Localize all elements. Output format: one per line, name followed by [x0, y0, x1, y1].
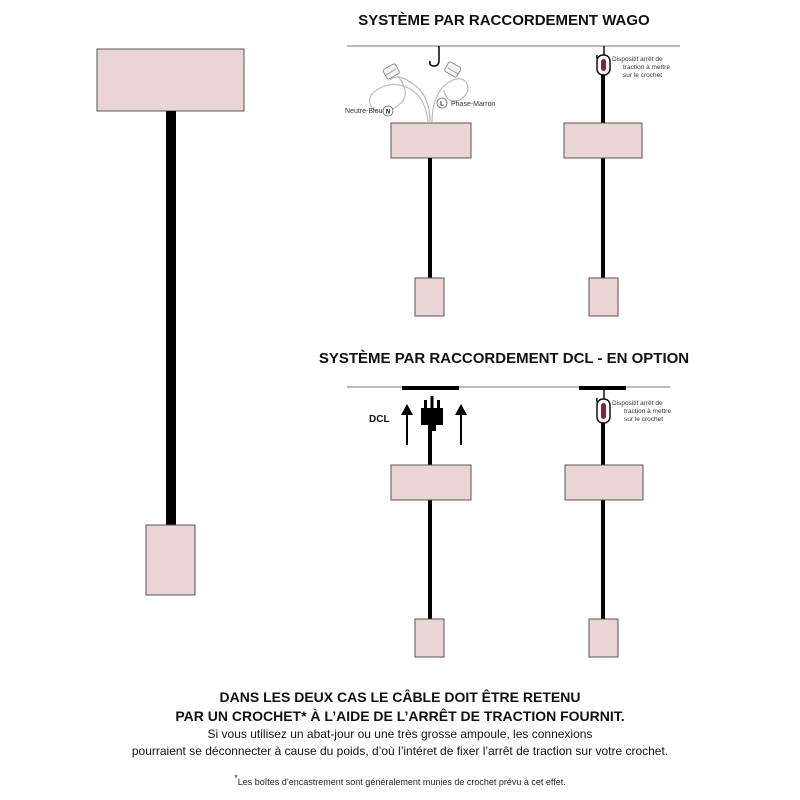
strain-relief-note: Dispositif arrêt de traction à mettre su… — [612, 400, 673, 423]
dcl-label: DCL — [369, 414, 390, 425]
dcl-section-title: SYSTÈME PAR RACCORDEMENT DCL - EN OPTION — [319, 350, 689, 367]
caption-line: pourraient se déconnecter à cause du poi… — [131, 744, 669, 758]
neutral-wire — [368, 75, 431, 123]
wago-connector-icon — [382, 63, 400, 80]
lamp-holder — [414, 618, 445, 658]
ceiling-rosette — [96, 48, 245, 112]
phase-letter: L — [440, 101, 444, 107]
wago-section: SYSTÈME PAR RACCORDEMENT WAGO Neutr — [345, 12, 680, 317]
ceiling-rosette — [390, 122, 472, 159]
caption-line: Si vous utilisez un abat-jour ou une trè… — [207, 727, 593, 741]
phase-wire-label: Phase-Marron — [451, 101, 495, 108]
caption-bold-line: PAR UN CROCHET* À L’AIDE DE L’ARRÊT DE T… — [175, 708, 625, 724]
arrow-up-icon — [455, 404, 467, 445]
strain-relief-hook-icon — [596, 390, 611, 424]
dcl-plug-diagram: DCL — [369, 386, 472, 658]
dcl-section: SYSTÈME PAR RACCORDEMENT DCL - EN OPTION… — [319, 350, 689, 658]
caption-bold-line: DANS LES DEUX CAS LE CÂBLE DOIT ÊTRE RET… — [219, 689, 581, 705]
lamp-holder — [588, 618, 619, 658]
dcl-socket-plate — [402, 386, 459, 390]
wago-hook-diagram: Dispositif arrêt de traction à mettre su… — [563, 46, 672, 317]
dcl-hook-diagram: Dispositif arrêt de traction à mettre su… — [564, 386, 673, 658]
ceiling-rosette — [564, 464, 644, 501]
pendant-overview — [96, 48, 245, 596]
neutral-wire-label: Neutre-Bleu — [345, 108, 382, 115]
arrow-up-icon — [401, 404, 413, 445]
ceiling-rosette — [563, 122, 643, 159]
footnote: *Les boîtes d’encastrement sont générale… — [0, 773, 800, 787]
lamp-holder — [588, 277, 619, 317]
phase-wire — [431, 78, 469, 123]
strain-relief-note: Dispositif arrêt de traction à mettre su… — [612, 56, 672, 79]
instructions-caption: DANS LES DEUX CAS LE CÂBLE DOIT ÊTRE RET… — [0, 688, 800, 760]
lamp-holder — [414, 277, 445, 317]
dcl-socket-plate — [579, 386, 626, 390]
phase-marker — [436, 97, 448, 109]
hook-icon — [429, 46, 440, 67]
strain-relief-hook-icon — [596, 46, 611, 76]
neutral-marker — [382, 105, 394, 117]
dcl-plug-icon — [421, 396, 443, 431]
lamp-holder — [145, 524, 196, 596]
ceiling-rosette-overlay — [390, 464, 472, 501]
footnote-text: Les boîtes d’encastrement sont généralem… — [237, 777, 566, 787]
neutral-letter: N — [386, 109, 390, 115]
wago-connector-icon — [444, 61, 462, 78]
footnote-star: * — [234, 773, 238, 783]
wago-wiring-diagram: Neutre-Bleu N L Phase-Marron — [345, 46, 495, 317]
wago-section-title: SYSTÈME PAR RACCORDEMENT WAGO — [358, 12, 650, 29]
